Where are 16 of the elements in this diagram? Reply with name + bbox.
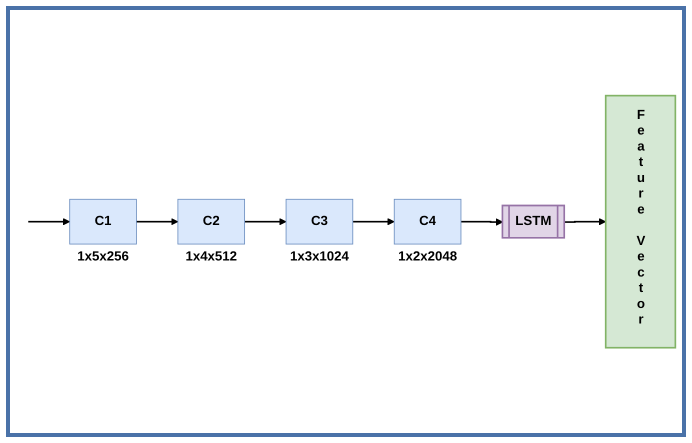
arrow [136,218,178,226]
tensor-size-label: 1x5x256 [77,248,129,264]
node-box [604,94,676,348]
node-box [394,198,462,244]
tensor-size-label: 1x4x512 [185,248,238,264]
frame-border: C1 C2 C3 C4 LSTM Feature Vector 1x5x256 1x4x512 1x3x1024 1x2x2048 [6,6,686,437]
arrow [352,218,395,226]
tensor-size-label: 1x2x2048 [398,248,458,264]
tensor-size-label: 1x3x1024 [290,248,349,264]
arrow [28,218,70,226]
node-box [286,198,354,244]
arrow [244,218,286,226]
arrow [460,218,504,226]
node-box [69,198,137,244]
arrow [564,218,606,226]
node-box [177,198,246,244]
